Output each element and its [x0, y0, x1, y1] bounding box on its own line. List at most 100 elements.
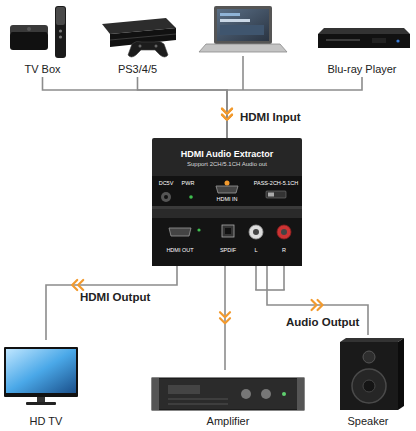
extractor-housing-part [197, 228, 200, 231]
laptop-icon-part [199, 44, 287, 52]
extractor-housing-part [164, 195, 168, 199]
amplifier-icon-part [152, 378, 159, 410]
blu-ray-player-icon-part [318, 34, 410, 48]
output-device: Speaker [322, 335, 414, 429]
laptop-icon-part [214, 6, 272, 44]
signal-label: Audio Output [284, 316, 361, 329]
amplifier-icon-part [297, 378, 304, 410]
device-label: Blu-ray Player [310, 63, 414, 76]
extractor-housing-part [161, 192, 171, 202]
device-label: Amplifier [145, 415, 311, 428]
extractor-housing-part [281, 229, 287, 235]
console-icon-part [110, 34, 176, 40]
laptop-icon-part [220, 13, 240, 16]
blu-ray-player-icon-part [372, 38, 386, 43]
flow-chevron [220, 318, 230, 323]
amplifier-icon-part [241, 389, 251, 399]
connector-group [220, 266, 230, 370]
audio-jack-wires [255, 266, 285, 290]
tv-box-icon-part [59, 35, 62, 38]
connector-group [267, 266, 368, 335]
extractor-housing-part [216, 186, 238, 193]
laptop-icon-part [217, 9, 269, 41]
extractor-housing-part [189, 195, 193, 199]
flow-chevron [318, 300, 323, 310]
port-label: DC5V [159, 180, 174, 186]
tv-box-icon-part [59, 29, 62, 32]
amplifier-icon-part [261, 389, 271, 399]
laptop-icon-part [220, 25, 264, 35]
extractor-housing-part [266, 191, 286, 198]
extractor-housing-part [253, 229, 259, 235]
extractor-housing-part [152, 209, 302, 218]
tv-box-icon-part [55, 6, 66, 58]
hd-tv-icon [4, 347, 78, 405]
flow-chevron [72, 280, 77, 290]
device-subtitle: Support 2CH/5.1CH Audio out [149, 161, 305, 168]
console-icon-part [155, 45, 158, 48]
signal-cable [227, 77, 362, 138]
port-label: SPDIF [220, 247, 236, 253]
extractor-housing-part [225, 228, 231, 234]
port-label: HDMI OUT [166, 247, 193, 253]
audio-jack-wires-part [283, 266, 285, 290]
signal-cable [138, 77, 228, 138]
speaker-icon-part [363, 351, 375, 363]
laptop-icon [199, 6, 287, 90]
blu-ray-player-icon [318, 28, 410, 48]
laptop-icon-part [220, 19, 250, 22]
device-label: HDMI Audio Extractor [149, 149, 305, 159]
connector-group [43, 77, 233, 138]
switch-label: PASS-2CH-5.1CH [254, 180, 299, 186]
connector-group [222, 77, 362, 138]
blu-ray-player-icon-part [396, 39, 399, 42]
console-icon [102, 18, 176, 57]
speaker-icon-part [363, 380, 375, 392]
hd-tv-icon-part [37, 397, 45, 402]
laptop-icon-part [242, 56, 244, 90]
speaker-icon [340, 338, 404, 410]
source-device: PS3/4/5 [97, 5, 178, 77]
flow-chevron [222, 115, 232, 120]
signal-cable [46, 266, 177, 340]
source-device: Blu-ray Player [310, 5, 414, 77]
tv-box-icon [10, 6, 66, 58]
port-label: HDMI IN [216, 196, 237, 202]
connector-group [138, 77, 233, 138]
extractor-housing-part [225, 181, 230, 186]
hd-tv-icon-part [6, 349, 76, 393]
amplifier-icon-part [282, 392, 286, 396]
signal-cable [267, 266, 368, 335]
amplifier-icon [152, 378, 304, 410]
output-device: HD TV [2, 340, 90, 429]
hd-tv-icon-part [4, 347, 78, 397]
amplifier-icon-part [168, 385, 200, 394]
signal-label: HDMI Input [240, 111, 301, 124]
amplifier-icon-part [168, 403, 228, 405]
console-icon-part [128, 41, 168, 57]
flow-chevron [222, 109, 232, 114]
extractor-housing-part [249, 225, 263, 239]
port-label: L [254, 247, 257, 253]
speaker-icon-part [340, 342, 398, 410]
extractor-housing-part [152, 218, 302, 266]
extractor-housing-part [222, 225, 234, 237]
audio-jack-wires-part [255, 289, 285, 291]
speaker-icon-part [352, 369, 386, 403]
device-label: Speaker [322, 415, 414, 428]
blu-ray-player-icon-part [326, 39, 360, 41]
signal-cable [43, 77, 228, 138]
speaker-icon-part [340, 338, 404, 342]
device-label: HD TV [2, 415, 90, 428]
tv-box-icon-part [10, 32, 48, 50]
extractor-housing-part [152, 176, 302, 206]
extractor-housing-part [277, 225, 291, 239]
console-icon-part [139, 45, 142, 48]
tv-box-icon-part [56, 7, 65, 25]
device-label: TV Box [2, 63, 83, 76]
extractor-housing-part [152, 206, 302, 209]
amplifier-icon-part [152, 378, 304, 410]
extractor-housing-part [268, 193, 274, 197]
flow-chevron [78, 280, 83, 290]
